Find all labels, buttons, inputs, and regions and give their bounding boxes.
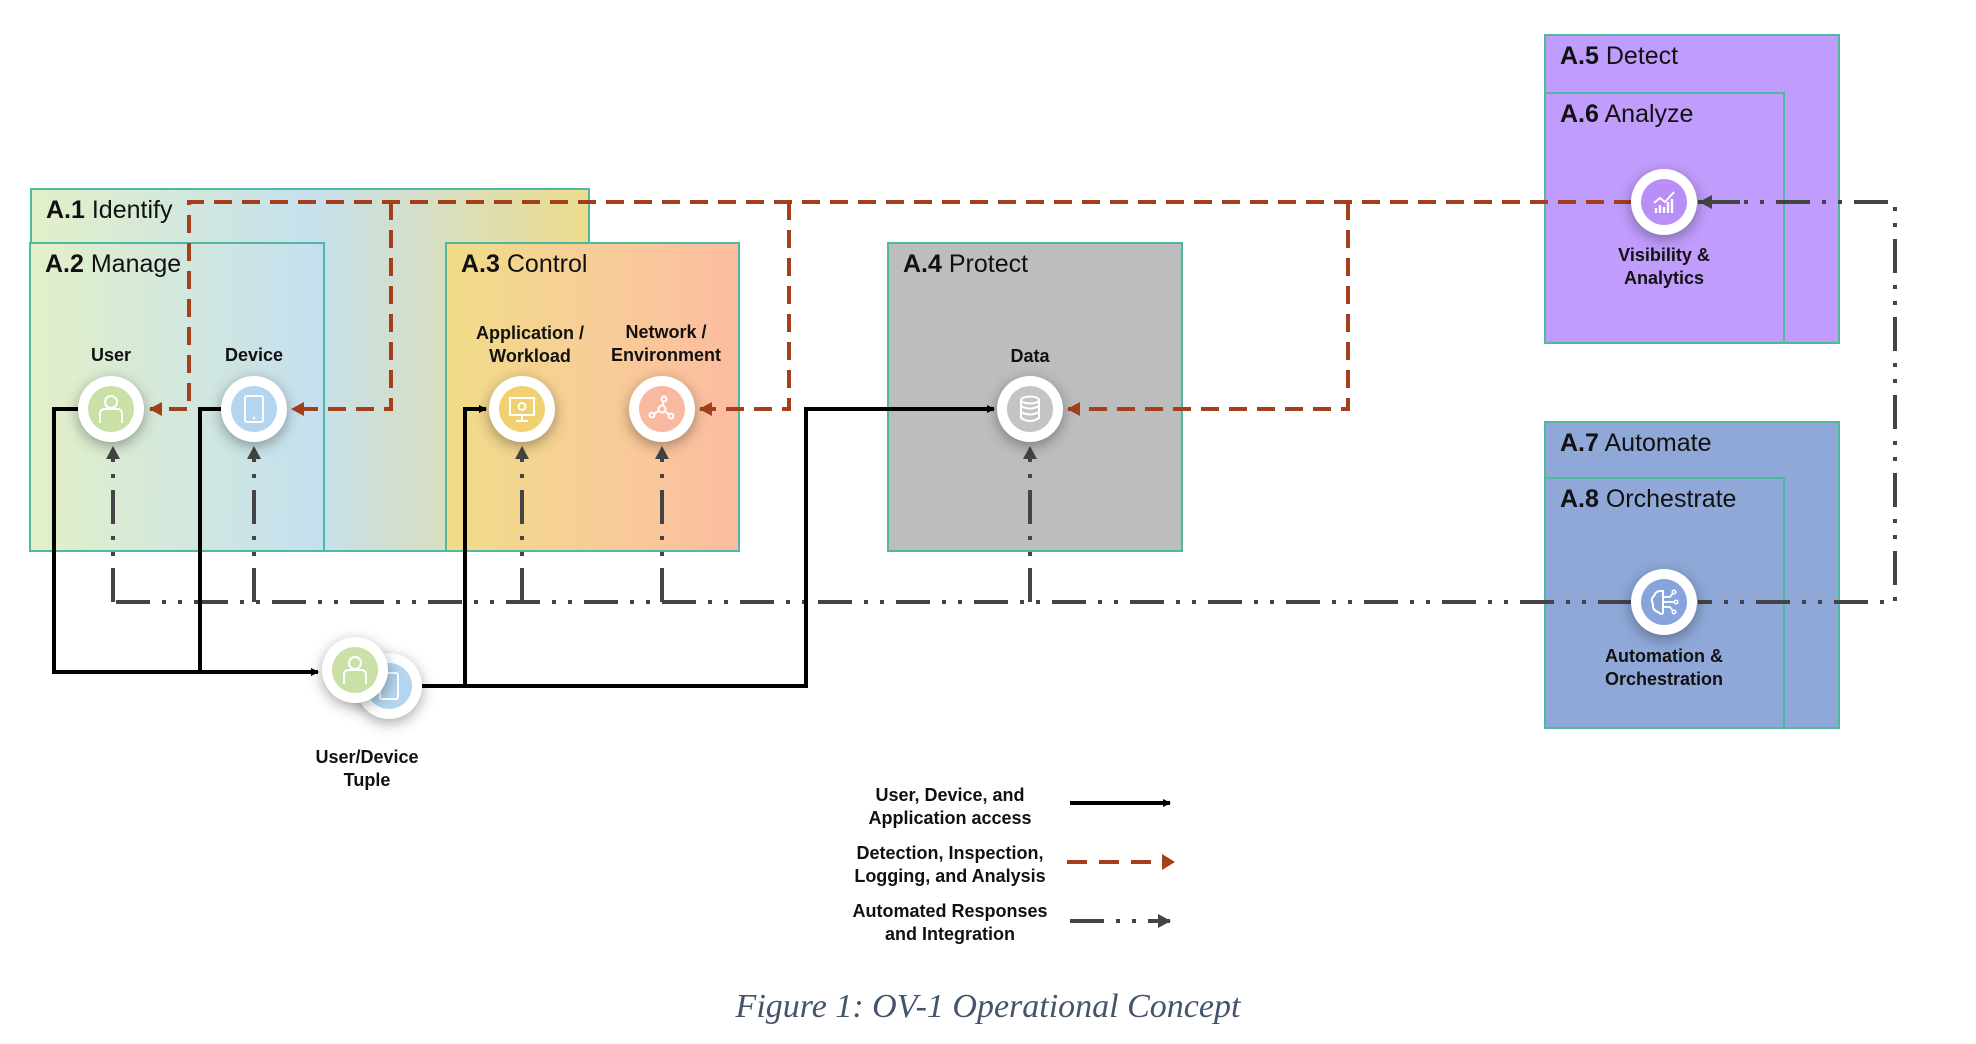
user-icon xyxy=(88,386,134,432)
network-nodes-icon xyxy=(639,386,685,432)
user-label: User xyxy=(90,345,132,365)
analytics-chart-icon xyxy=(1641,179,1687,225)
access-user-to-tuple xyxy=(52,407,319,676)
figure-caption: Figure 1: OV-1 Operational Concept xyxy=(735,988,1241,1025)
device-label: Device xyxy=(224,345,284,365)
visibility-node[interactable] xyxy=(1631,169,1697,235)
box-a6-title: A.6 Analyze xyxy=(1560,100,1694,128)
box-a6-analyze: A.6 Analyze xyxy=(1544,92,1785,344)
box-a3-title: A.3 Control xyxy=(461,250,588,278)
app-node[interactable] xyxy=(489,376,555,442)
box-a1-title: A.1 Identify xyxy=(46,196,173,224)
user-node[interactable] xyxy=(78,376,144,442)
legend-arrow-detection xyxy=(1162,854,1175,870)
device-node[interactable] xyxy=(221,376,287,442)
detection-to-device xyxy=(291,202,393,416)
data-node[interactable] xyxy=(997,376,1063,442)
access-tuple-to-app xyxy=(422,405,487,688)
monitor-gear-icon xyxy=(499,386,545,432)
access-tuple-to-data xyxy=(465,405,995,688)
database-icon xyxy=(1007,386,1053,432)
automation-node[interactable] xyxy=(1631,569,1697,635)
box-a5-title: A.5 Detect xyxy=(1560,42,1679,70)
access-device-to-tuple xyxy=(198,407,221,672)
network-node[interactable] xyxy=(629,376,695,442)
legend-detection-text: Detection, Inspection,Logging, and Analy… xyxy=(854,843,1046,886)
app-label: Application /Workload xyxy=(476,323,584,366)
box-a2-title: A.2 Manage xyxy=(45,250,182,278)
tablet-icon xyxy=(231,386,277,432)
visibility-label: Visibility &Analytics xyxy=(1618,245,1710,288)
box-a7-title: A.7 Automate xyxy=(1560,429,1712,457)
access-flow xyxy=(52,405,995,688)
detection-to-data xyxy=(1067,202,1350,416)
box-a8-title: A.8 Orchestrate xyxy=(1560,485,1737,513)
detection-flow xyxy=(149,200,1632,416)
user-icon xyxy=(332,647,378,693)
automation-from-analytics xyxy=(1698,200,1897,604)
detection-to-network xyxy=(699,202,791,416)
automation-label: Automation &Orchestration xyxy=(1604,646,1724,689)
box-a4-title: A.4 Protect xyxy=(903,250,1029,278)
network-label: Network /Environment xyxy=(610,322,722,365)
detection-main-line xyxy=(149,200,1632,416)
automation-flow xyxy=(106,200,1897,604)
brain-circuit-icon xyxy=(1641,579,1687,625)
data-label: Data xyxy=(1010,346,1050,366)
tuple-user-node[interactable] xyxy=(322,637,388,703)
